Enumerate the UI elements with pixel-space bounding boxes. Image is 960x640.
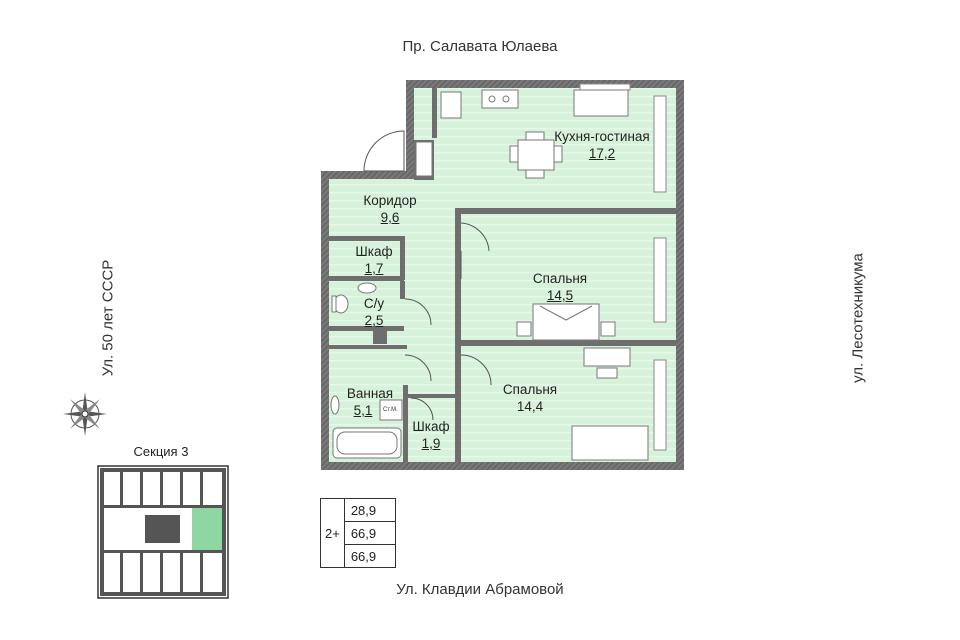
room-area: 14,5 bbox=[546, 288, 574, 303]
street-bottom: Ул. Клавдии Абрамовой bbox=[396, 581, 564, 598]
bed-1 bbox=[516, 303, 616, 341]
section-title: Секция 3 bbox=[133, 444, 189, 459]
room-name: Кухня-гостиная bbox=[554, 129, 650, 144]
area-value: 66,9 bbox=[343, 521, 396, 545]
label-wc: С/у 2,5 bbox=[335, 295, 413, 329]
label-bedroom-1: Спальня 14,5 bbox=[510, 270, 610, 304]
door-swing-icon bbox=[363, 130, 492, 421]
label-closet-1: Шкаф 1,7 bbox=[335, 243, 413, 277]
washing-machine-label: Ст.М. bbox=[383, 407, 398, 413]
wc-fixtures bbox=[331, 282, 377, 314]
area-table: 2+ 28,9 66,9 66,9 bbox=[320, 498, 396, 568]
room-count: 2+ bbox=[320, 498, 345, 568]
room-area: 14,4 bbox=[516, 399, 544, 414]
label-closet-2: Шкаф 1,9 bbox=[405, 418, 457, 452]
room-area: 1,7 bbox=[364, 261, 384, 276]
label-kitchen-living: Кухня-гостиная 17,2 bbox=[532, 128, 672, 162]
room-area: 17,2 bbox=[588, 146, 616, 161]
room-name: Шкаф bbox=[355, 244, 393, 259]
label-bath: Ванная 5,1 bbox=[330, 385, 410, 419]
bath-fixtures bbox=[330, 395, 403, 459]
section-mini-plan bbox=[97, 465, 229, 599]
room-area: 9,6 bbox=[380, 210, 400, 225]
room-name: Спальня bbox=[502, 382, 558, 397]
room-closet-1 bbox=[332, 241, 400, 276]
room-name: Шкаф bbox=[412, 419, 450, 434]
room-closet-2 bbox=[409, 398, 455, 460]
internal-walls bbox=[329, 88, 676, 462]
area-value: 28,9 bbox=[343, 498, 396, 522]
room-area: 1,9 bbox=[421, 436, 441, 451]
kitchen-furniture bbox=[415, 89, 629, 179]
compass-rose-icon bbox=[63, 392, 107, 436]
room-name: С/у bbox=[363, 296, 385, 311]
bed-2 bbox=[571, 347, 649, 461]
room-area: 2,5 bbox=[364, 313, 384, 328]
street-right: ул. Лесотехникума bbox=[849, 253, 867, 383]
window-icon bbox=[579, 83, 667, 451]
room-name: Ванная bbox=[346, 386, 394, 401]
street-left: Ул. 50 лет СССР bbox=[99, 259, 117, 377]
street-top: Пр. Салавата Юлаева bbox=[402, 38, 558, 55]
room-name: Спальня bbox=[532, 271, 588, 286]
area-value: 66,9 bbox=[343, 544, 396, 568]
room-name: Коридор bbox=[363, 193, 417, 208]
room-area: 5,1 bbox=[353, 403, 373, 418]
label-bedroom-2: Спальня 14,4 bbox=[480, 381, 580, 415]
label-corridor: Коридор 9,6 bbox=[345, 192, 435, 226]
